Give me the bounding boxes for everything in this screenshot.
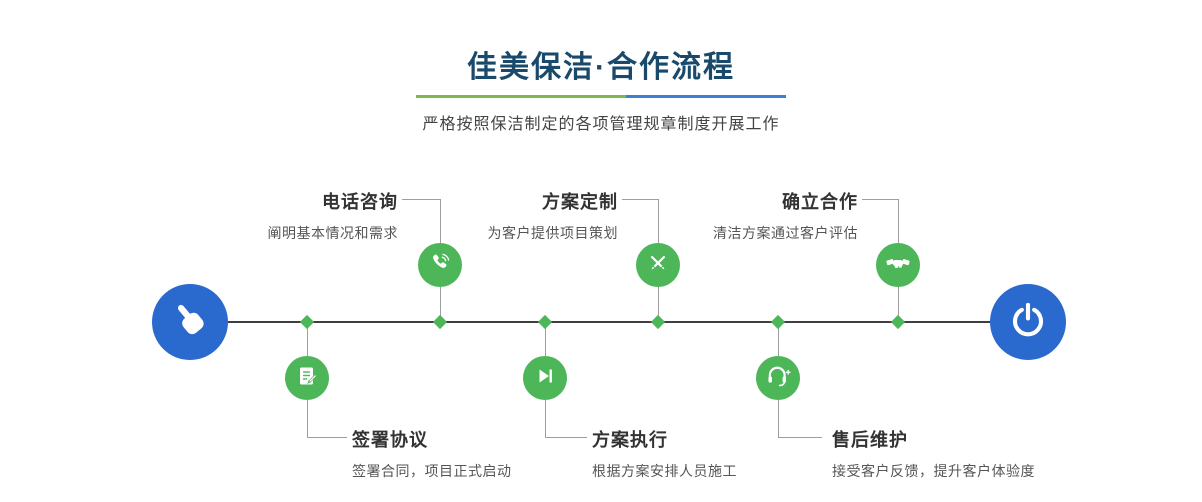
step-title: 方案定制 (542, 192, 618, 212)
step-desc: 签署合同，项目正式启动 (352, 463, 512, 479)
step-desc: 接受客户反馈，提升客户体验度 (832, 463, 1035, 479)
step-cooperate-stem (898, 287, 899, 322)
step-phone-connector (402, 199, 440, 200)
underline-green-segment (416, 95, 626, 98)
step-desc: 阐明基本情况和需求 (267, 225, 398, 241)
timeline-line (190, 321, 1030, 323)
step-plan-node (636, 243, 680, 287)
step-cooperate-text: 确立合作 清洁方案通过客户评估 (658, 188, 858, 243)
timeline-node-diamond (890, 314, 906, 330)
end-node (990, 284, 1066, 360)
step-desc: 为客户提供项目策划 (487, 225, 618, 241)
power-icon (1009, 301, 1047, 344)
timeline-node-diamond (299, 314, 315, 330)
step-execute-text: 方案执行 根据方案安排人员施工 (592, 426, 832, 481)
page-subtitle: 严格按照保洁制定的各项管理规章制度开展工作 (422, 116, 780, 133)
step-aftersale-connector (778, 437, 822, 438)
step-phone-stem (440, 287, 441, 322)
step-execute-node (523, 356, 567, 400)
step-aftersale-text: 售后维护 接受客户反馈，提升客户体验度 (832, 426, 1092, 481)
page-title: 佳美保洁·合作流程 (467, 51, 735, 84)
timeline-node-diamond (432, 314, 448, 330)
handshake-icon (885, 250, 911, 281)
step-sign-stem (307, 322, 308, 356)
step-sign-connector (307, 400, 308, 437)
step-execute-stem (545, 322, 546, 356)
title-underline (416, 95, 786, 98)
underline-blue-segment (626, 95, 786, 98)
step-title: 签署协议 (352, 430, 428, 450)
step-plan-text: 方案定制 为客户提供项目策划 (418, 188, 618, 243)
step-title: 电话咨询 (322, 192, 398, 212)
step-aftersale-connector (778, 400, 779, 437)
step-title: 确立合作 (782, 192, 858, 212)
step-aftersale-node (756, 356, 800, 400)
document-pen-icon (295, 364, 319, 393)
step-phone-text: 电话咨询 阐明基本情况和需求 (198, 188, 398, 243)
step-title: 方案执行 (592, 430, 668, 450)
step-execute-connector (545, 437, 587, 438)
step-plan-stem (658, 287, 659, 322)
step-sign-node (285, 356, 329, 400)
start-node (152, 284, 228, 360)
step-phone-node (418, 243, 462, 287)
timeline-node-diamond (770, 314, 786, 330)
step-aftersale-stem (778, 322, 779, 356)
timeline-node-diamond (537, 314, 553, 330)
step-plan-connector (622, 199, 658, 200)
step-cooperate-connector (898, 199, 899, 243)
step-desc: 清洁方案通过客户评估 (713, 225, 858, 241)
play-icon (533, 364, 557, 393)
step-execute-connector (545, 400, 546, 437)
step-cooperate-node (876, 243, 920, 287)
hand-pointer-icon (170, 300, 210, 345)
step-phone-connector (440, 199, 441, 243)
step-sign-connector (307, 437, 347, 438)
step-cooperate-connector (862, 199, 898, 200)
headset-icon (765, 363, 791, 394)
step-desc: 根据方案安排人员施工 (592, 463, 737, 479)
phone-icon (428, 251, 452, 280)
step-sign-text: 签署协议 签署合同，项目正式启动 (352, 426, 592, 481)
step-title: 售后维护 (832, 430, 908, 450)
timeline-node-diamond (650, 314, 666, 330)
pencil-tools-icon (646, 251, 670, 280)
step-plan-connector (658, 199, 659, 243)
